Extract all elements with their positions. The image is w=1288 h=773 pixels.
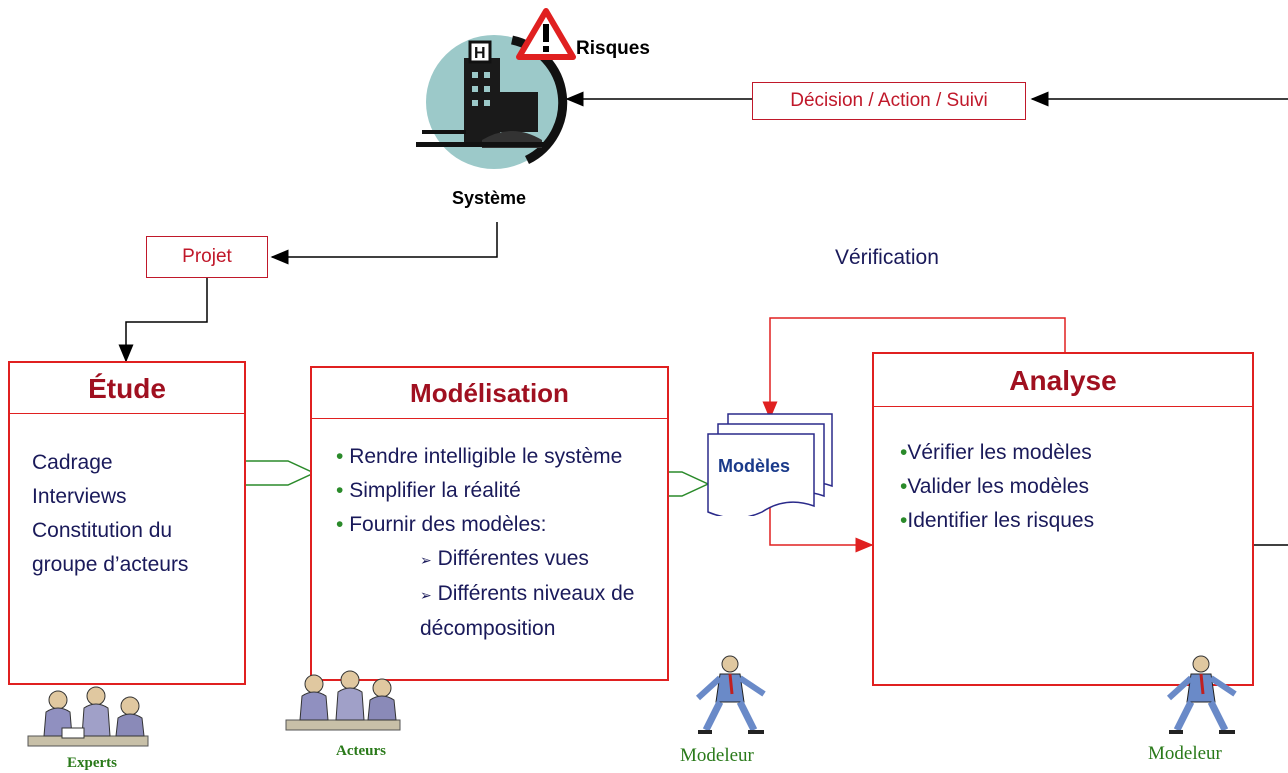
modelisation-subitem: ➢ Différentes vues (420, 547, 589, 570)
modelisation-item: • Simplifier la réalité (336, 479, 521, 502)
etude-panel: Étude Cadrage Interviews Constitution du… (8, 361, 246, 685)
modeles-label: Modèles (718, 456, 791, 476)
risk-label: Risques (576, 38, 650, 59)
experts-caption: Experts (67, 755, 117, 771)
analyse-item: •Vérifier les modèles (900, 441, 1092, 464)
systeme-to-projet-arrow (270, 222, 498, 265)
verification-loop-arrow (762, 317, 1066, 420)
modelisation-items: • Rendre intelligible le système • Simpl… (336, 440, 634, 646)
analyse-items: •Vérifier les modèles •Valider les modèl… (900, 436, 1094, 538)
group-people-icon (280, 668, 410, 738)
modelisation-title: Modélisation (312, 368, 667, 419)
analyse-item: •Identifier les risques (900, 509, 1095, 532)
etude-title: Étude (10, 363, 244, 414)
document-stack-icon (706, 412, 840, 519)
analyse-item: •Valider les modèles (900, 475, 1090, 498)
svg-text:H: H (474, 45, 486, 62)
projet-to-etude-arrow (118, 277, 208, 363)
projet-box: Projet (146, 236, 268, 278)
man-figure-icon (684, 654, 776, 736)
modeleur-caption-2: Modeleur (1148, 743, 1222, 764)
etude-items: Cadrage Interviews Constitution du group… (32, 446, 188, 582)
etude-item: Interviews (32, 485, 127, 508)
hospital-building-icon: H (412, 30, 572, 180)
modeleur-caption-1: Modeleur (680, 745, 754, 766)
modelisation-subitem: ➢ Différents niveaux de (420, 582, 635, 605)
systeme-label: Système (452, 188, 527, 208)
modelisation-panel: Modélisation • Rendre intelligible le sy… (310, 366, 669, 681)
etude-item: Constitution du (32, 519, 173, 542)
decision-action-suivi-box: Décision / Action / Suivi (752, 82, 1026, 120)
etude-item: groupe d’acteurs (32, 553, 189, 576)
warning-triangle-icon (516, 8, 576, 60)
analyse-title: Analyse (874, 354, 1252, 407)
man-figure-icon (1155, 654, 1247, 736)
etude-item: Cadrage (32, 451, 113, 474)
verification-label: Vérification (835, 246, 939, 269)
modelisation-item: • Rendre intelligible le système (336, 445, 623, 468)
modelisation-item: • Fournir des modèles: (336, 513, 547, 536)
group-people-icon (18, 684, 168, 754)
acteurs-caption: Acteurs (336, 743, 386, 759)
modeles-to-analyse-arrow (769, 500, 874, 553)
modelisation-continuation: décomposition (420, 617, 556, 640)
analyse-panel: Analyse •Vérifier les modèles •Valider l… (872, 352, 1254, 686)
